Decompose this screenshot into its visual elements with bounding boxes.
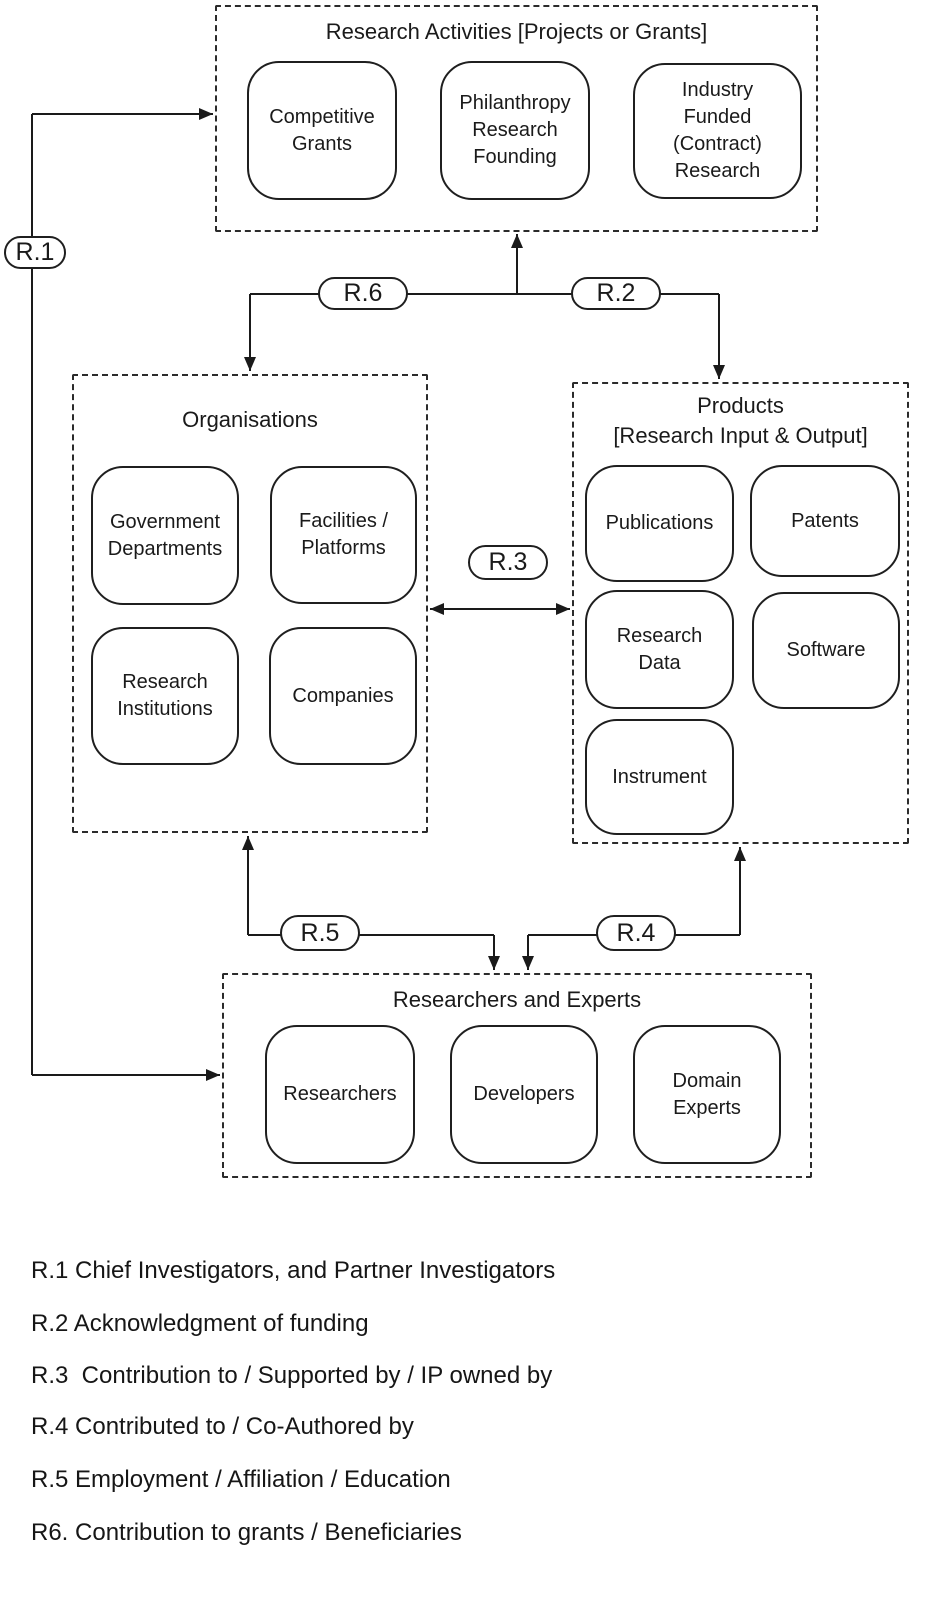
node-government-departments: Government Departments: [91, 466, 239, 605]
legend-r4: R.4 Contributed to / Co-Authored by: [31, 1413, 414, 1440]
group-products: Products [Research Input & Output] Publi…: [572, 382, 909, 844]
node-software: Software: [752, 592, 900, 709]
group-researchers-experts: Researchers and Experts Researchers Deve…: [222, 973, 812, 1178]
node-researchers: Researchers: [265, 1025, 415, 1164]
node-patents: Patents: [750, 465, 900, 577]
group-organisations: Organisations Government Departments Fac…: [72, 374, 428, 833]
researchers-experts-title: Researchers and Experts: [392, 987, 642, 1012]
node-facilities-platforms: Facilities / Platforms: [270, 466, 417, 604]
relation-pill-r6: R.6: [318, 277, 408, 310]
node-companies: Companies: [269, 627, 417, 765]
node-instrument: Instrument: [585, 719, 734, 835]
node-competitive-grants: Competitive Grants: [247, 61, 397, 200]
relation-pill-r5: R.5: [280, 915, 360, 951]
legend-r3: R.3 Contribution to / Supported by / IP …: [31, 1362, 553, 1389]
relation-pill-r1: R.1: [4, 236, 66, 269]
legend-r6: R6. Contribution to grants / Beneficiari…: [31, 1519, 462, 1546]
products-subtitle: [Research Input & Output]: [613, 423, 868, 448]
research-activities-title: Research Activities [Projects or Grants]: [325, 19, 708, 44]
legend-r2: R.2 Acknowledgment of funding: [31, 1310, 369, 1337]
relation-pill-r2: R.2: [571, 277, 661, 310]
relation-pill-r3: R.3: [468, 545, 548, 580]
relation-pill-r4: R.4: [596, 915, 676, 951]
node-research-institutions: Research Institutions: [91, 627, 239, 765]
node-philanthropy-research-founding: Philanthropy Research Founding: [440, 61, 590, 200]
legend-r1: R.1 Chief Investigators, and Partner Inv…: [31, 1257, 556, 1284]
node-publications: Publications: [585, 465, 734, 582]
group-research-activities: Research Activities [Projects or Grants]…: [215, 5, 818, 232]
node-developers: Developers: [450, 1025, 598, 1164]
organisations-title: Organisations: [182, 407, 318, 432]
node-research-data: Research Data: [585, 590, 734, 709]
legend-r5: R.5 Employment / Affiliation / Education: [31, 1466, 451, 1493]
node-domain-experts: Domain Experts: [633, 1025, 781, 1164]
products-title: Products: [697, 393, 784, 418]
node-industry-funded-research: Industry Funded (Contract) Research: [633, 63, 802, 199]
